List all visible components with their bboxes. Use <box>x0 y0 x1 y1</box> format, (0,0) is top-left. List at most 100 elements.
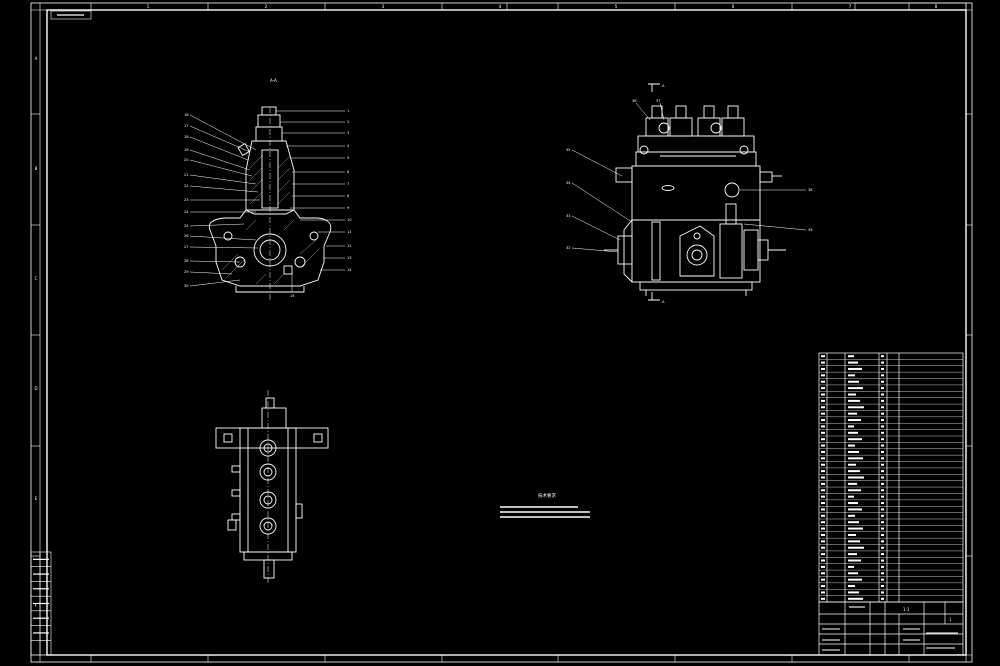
bom-qty-stroke <box>881 578 884 581</box>
bom-part-name-stroke <box>848 444 855 447</box>
bom-qty-stroke <box>881 495 884 498</box>
revision-block <box>30 551 52 656</box>
callout: 18 <box>184 135 189 139</box>
right-callouts: 1 2 3 4 5 6 7 8 9 10 11 12 13 14 15 <box>290 109 352 298</box>
bom-qty-stroke <box>881 438 884 441</box>
bom-index-stroke <box>821 540 825 543</box>
callout: 38 <box>808 188 813 192</box>
callout: 16 <box>184 113 189 117</box>
zone-num: 7 <box>849 4 852 9</box>
bom-part-name-stroke <box>848 597 863 600</box>
top-right-box <box>506 2 967 11</box>
bom-part-name-stroke <box>848 438 862 441</box>
callout: 17 <box>184 124 189 128</box>
bom-index-stroke <box>821 470 825 473</box>
bom-index-stroke <box>821 438 825 441</box>
bom-index-stroke <box>821 489 825 492</box>
bom-qty-stroke <box>881 508 884 511</box>
zone-num: 5 <box>615 4 618 9</box>
bom-part-name-stroke <box>848 361 858 364</box>
bom-part-name-stroke <box>848 482 857 485</box>
bom-part-name-stroke <box>848 508 862 511</box>
bom-index-stroke <box>821 578 825 581</box>
callout: 33 <box>566 214 571 218</box>
drawing-number-box <box>50 10 92 20</box>
bom-index-stroke <box>821 444 825 447</box>
bom-index-stroke <box>821 553 825 556</box>
bom-index-stroke <box>821 457 825 460</box>
callout: 26 <box>184 234 189 238</box>
callout: 4 <box>347 144 350 148</box>
bom-qty-stroke <box>881 463 884 466</box>
callout: 9 <box>347 206 350 210</box>
bom-index-stroke <box>821 527 825 530</box>
callout: 12 <box>347 244 352 248</box>
bom-qty-stroke <box>881 514 884 517</box>
bom-part-name-stroke <box>848 380 859 383</box>
bom-qty-stroke <box>881 361 884 364</box>
callout: 35 <box>566 148 571 152</box>
bom-index-stroke <box>821 521 825 524</box>
callout: 10 <box>347 218 352 222</box>
bom-qty-stroke <box>881 502 884 505</box>
bom-qty-stroke <box>881 565 884 568</box>
bom-index-stroke <box>821 361 825 364</box>
bom-index-stroke <box>821 546 825 549</box>
callout: 6 <box>347 170 350 174</box>
bom-part-name-stroke <box>848 374 855 377</box>
callout: 3 <box>347 131 349 135</box>
bom-qty-stroke <box>881 367 884 370</box>
bom-index-stroke <box>821 399 825 402</box>
bom-part-name-stroke <box>848 502 858 505</box>
bom-index-stroke <box>821 355 825 358</box>
bom-index-stroke <box>821 514 825 517</box>
bom-qty-stroke <box>881 419 884 422</box>
bom-part-name-stroke <box>848 546 864 549</box>
callout: 36 <box>632 99 637 103</box>
bom-qty-stroke <box>881 521 884 524</box>
bom-part-name-stroke <box>848 431 858 434</box>
bom-index-stroke <box>821 508 825 511</box>
bom-part-name-stroke <box>848 540 860 543</box>
sheet-value: 1 <box>949 617 952 622</box>
callout: 5 <box>347 156 349 160</box>
bom-index-stroke <box>821 591 825 594</box>
zone-num: 8 <box>935 4 938 9</box>
bom-qty-stroke <box>881 559 884 562</box>
bom-qty-stroke <box>881 489 884 492</box>
callout: 29 <box>184 270 189 274</box>
zone-letter: B <box>35 166 38 171</box>
callout: 13 <box>347 256 352 260</box>
bom-qty-stroke <box>881 572 884 575</box>
bom-index-stroke <box>821 387 825 390</box>
zone-letter: E <box>35 496 38 501</box>
bom-part-name-stroke <box>848 412 857 415</box>
left-callouts: 16 17 18 19 20 21 22 23 24 25 26 27 28 2… <box>184 113 189 288</box>
callout: 23 <box>184 198 189 202</box>
bom-index-stroke <box>821 476 825 479</box>
title-block <box>818 601 964 656</box>
bom-part-name-stroke <box>848 399 860 402</box>
bom-table <box>818 352 964 603</box>
front-view: A A <box>566 83 813 304</box>
callout: 11 <box>347 230 352 234</box>
callout: 19 <box>184 148 189 152</box>
callout: 25 <box>184 224 189 228</box>
bom-part-name-stroke <box>848 495 854 498</box>
bom-index-stroke <box>821 393 825 396</box>
bom-part-name-stroke <box>848 450 859 453</box>
front-callouts: 35 34 33 32 36 37 38 39 <box>566 99 813 250</box>
bom-qty-stroke <box>881 597 884 600</box>
section-mark: A <box>662 300 665 304</box>
zone-num: 4 <box>499 4 502 9</box>
bom-index-stroke <box>821 502 825 505</box>
bom-qty-stroke <box>881 527 884 530</box>
bom-index-stroke <box>821 482 825 485</box>
zone-labels: 1 2 3 4 5 6 7 8 A B C D E F <box>34 4 937 608</box>
bom-qty-stroke <box>881 457 884 460</box>
bom-part-name-stroke <box>848 591 859 594</box>
bom-qty-stroke <box>881 393 884 396</box>
bom-qty-stroke <box>881 412 884 415</box>
bom-part-name-stroke <box>848 578 862 581</box>
